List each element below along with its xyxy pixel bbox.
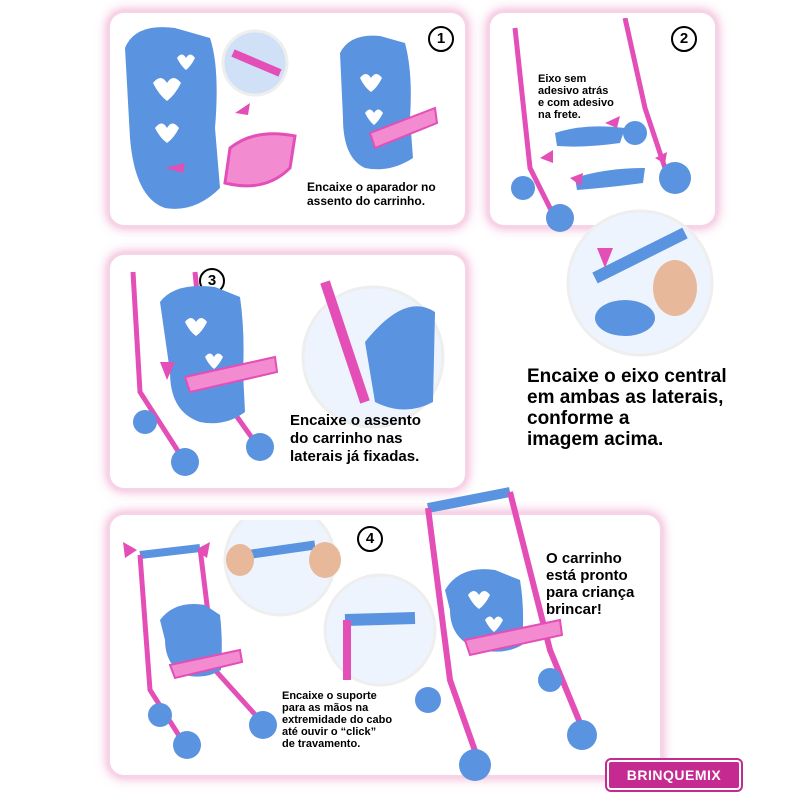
step-4-caption-line: de travamento. — [282, 738, 361, 750]
step-2-number: 2 — [671, 26, 697, 52]
step-4-caption-line: extremidade do cabo — [282, 714, 393, 726]
step-2-note: Eixo sem adesivo atrás e com adesivo na … — [538, 73, 614, 121]
step-4-caption-line: até ouvir o “click” — [282, 726, 377, 738]
step-3-caption: Encaixe o assento do carrinho nas latera… — [290, 412, 421, 466]
final-message-line: O carrinho — [546, 550, 622, 567]
step-1-illustration — [125, 27, 439, 209]
step-2-note-line: na frete. — [538, 109, 581, 121]
final-message-line: brincar! — [546, 601, 602, 618]
step-3-illustration — [130, 271, 445, 476]
step-2-caption-line: Encaixe o eixo central — [527, 366, 727, 387]
step-4-caption-line: Encaixe o suporte — [282, 690, 377, 702]
final-message-line: para criança — [546, 584, 635, 601]
step-3-caption-line: Encaixe o assento — [290, 412, 421, 429]
step-1-caption-line: assento do carrinho. — [307, 194, 426, 208]
final-stroller-illustration — [415, 487, 597, 781]
step-4-illustration — [123, 520, 437, 759]
step-2-note-line: e com adesivo — [538, 97, 614, 109]
step-2-caption-line: em ambas as laterais, — [527, 387, 724, 408]
step-3-caption-line: do carrinho nas — [290, 430, 403, 447]
step-2-caption-line: conforme a — [527, 408, 630, 429]
step-2-caption-line: imagem acima. — [527, 429, 664, 450]
final-message: O carrinho está pronto para criança brin… — [546, 550, 634, 618]
step-2-illustration — [511, 18, 714, 357]
step-2-note-line: Eixo sem — [538, 73, 587, 85]
step-2-caption: Encaixe o eixo central em ambas as later… — [527, 366, 727, 450]
final-message-line: está pronto — [546, 567, 628, 584]
step-4-caption-line: para as mãos na — [282, 702, 369, 714]
brand-logo: BRINQUEMIX — [607, 760, 741, 790]
step-4-number: 4 — [357, 526, 383, 552]
step-1-number: 1 — [428, 26, 454, 52]
step-3-caption-line: laterais já fixadas. — [290, 448, 420, 465]
step-1-caption-line: Encaixe o aparador no — [307, 180, 436, 194]
step-2-note-line: adesivo atrás — [538, 85, 609, 97]
step-1-caption: Encaixe o aparador no assento do carrinh… — [307, 180, 436, 208]
step-4-caption: Encaixe o suporte para as mãos na extrem… — [282, 690, 392, 750]
